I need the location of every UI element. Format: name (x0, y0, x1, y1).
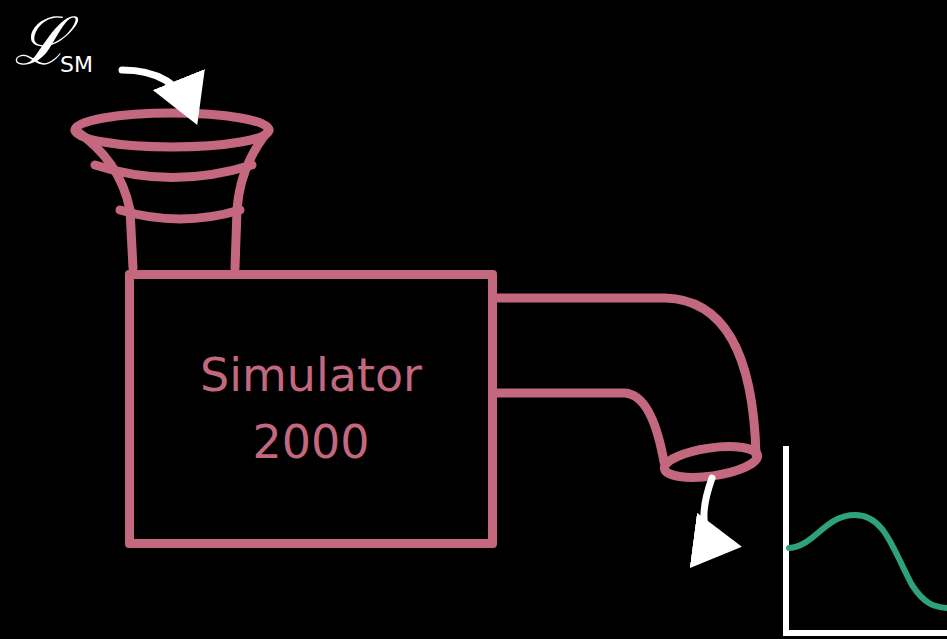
funnel-ring (120, 210, 240, 219)
funnel-rim (75, 113, 269, 147)
funnel-right (235, 130, 269, 268)
subscript-label: SM (60, 52, 93, 78)
pointer-arrow (122, 70, 192, 112)
funnel-left (75, 130, 133, 268)
spout-inner (497, 393, 664, 462)
funnel-ring (95, 165, 252, 178)
box-title: Simulator 2000 (181, 342, 441, 475)
output-arrow (704, 478, 728, 545)
distribution-curve (789, 515, 947, 608)
simulator-box: Simulator 2000 (125, 270, 497, 548)
plot-axes (786, 446, 947, 633)
spout-outer (497, 298, 756, 455)
